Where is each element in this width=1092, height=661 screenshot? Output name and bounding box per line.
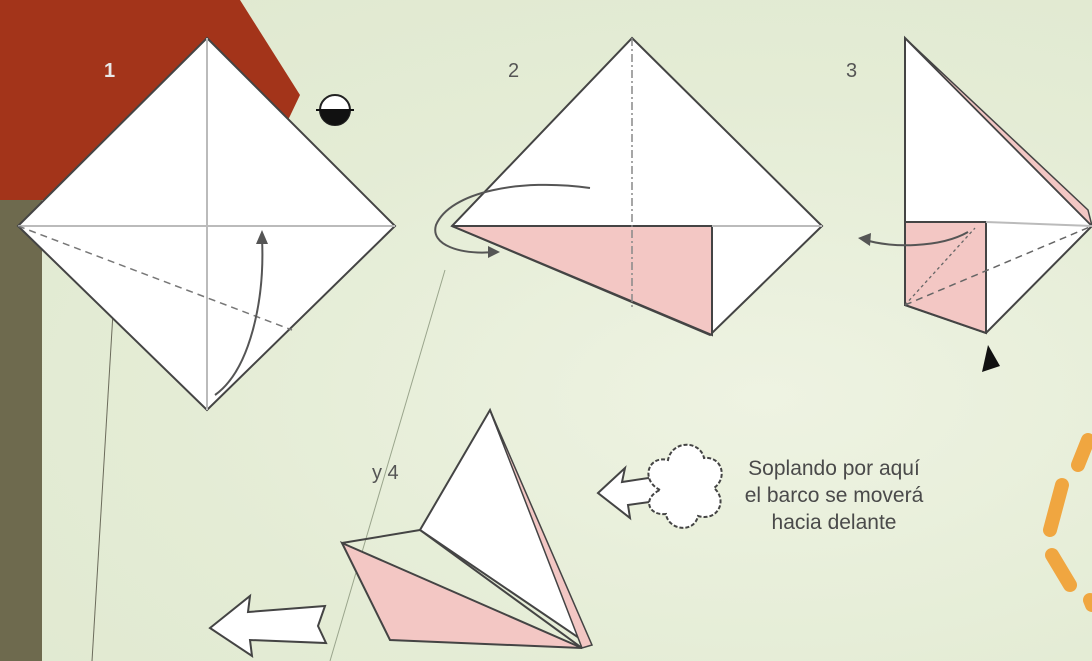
caption-line-3: hacia delante: [771, 511, 897, 534]
step4-boat: [339, 407, 594, 649]
fold-out-arrow-icon: [865, 231, 969, 247]
turn-over-icon: [316, 94, 354, 126]
caption-line-1: Soplando por aquí: [748, 457, 920, 480]
step3-folded: [904, 35, 1092, 335]
turn-around-arrow-head: [488, 246, 500, 258]
step-number-3: 3: [846, 60, 858, 82]
step-number-2: 2: [508, 60, 520, 82]
turn-around-arrow-icon: [434, 183, 591, 254]
step-number-1: 1: [104, 60, 116, 82]
direction-arrow-icon: [208, 593, 328, 659]
fold-out-arrow-head: [858, 233, 871, 246]
fold-arrow-head: [256, 230, 268, 244]
wind-cloud-icon: [647, 443, 723, 529]
step-number-4: y 4: [372, 462, 399, 484]
step2-folded: [450, 36, 824, 337]
instruction-caption: Soplando por aquí el barco se moverá hac…: [700, 455, 968, 536]
decorative-dashes: [1043, 433, 1092, 612]
step1-square: [16, 36, 397, 412]
fold-arrow-icon: [214, 237, 264, 396]
caption-line-2: el barco se moverá: [744, 484, 924, 507]
push-in-arrow-icon: [982, 345, 1000, 372]
